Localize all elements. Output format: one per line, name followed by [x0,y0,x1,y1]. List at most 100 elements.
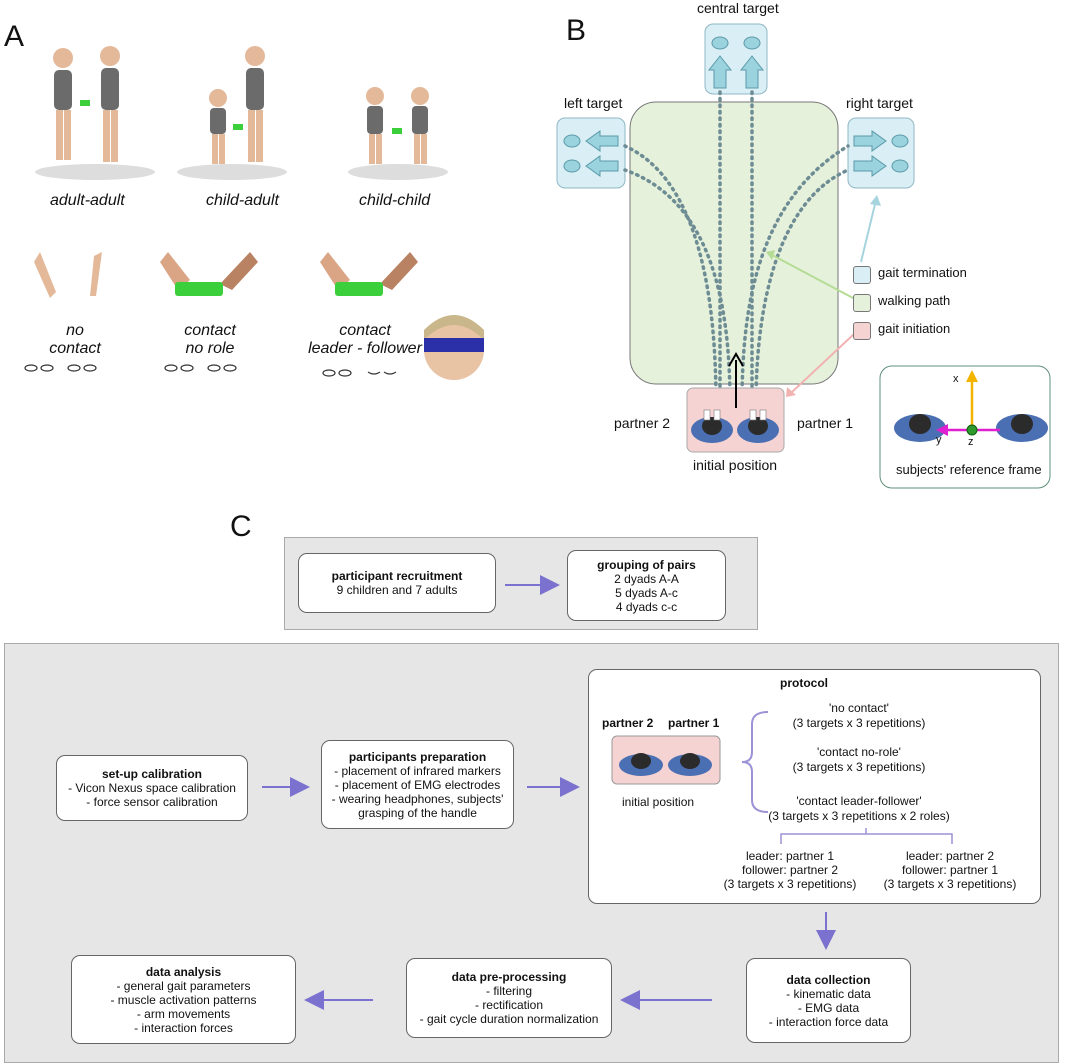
role-reps: (3 targets x 3 repetitions) [723,877,857,891]
collection-line: - kinematic data [786,986,871,1001]
participant-recruitment-title: participant recruitment [331,569,463,583]
protocol-box [588,669,1041,904]
label-no-contact-line1: no [66,322,84,339]
label-contact-no-role: contact no role [160,322,260,358]
label-no-contact-line2: contact [49,340,101,357]
label-no-contact: no contact [40,322,110,358]
label-child-child: child-child [359,192,431,209]
label-contact-leader-follower: contact leader - follower [300,322,430,358]
preparation-line: - wearing headphones, subjects' [331,791,504,806]
protocol-condition-contact-no-role: 'contact no-role' (3 targets x 3 repetit… [772,745,946,775]
setup-calibration-box: set-up calibration - Vicon Nexus space c… [56,755,248,821]
participant-recruitment-text: 9 children and 7 adults [336,583,458,597]
analysis-line: - arm movements [136,1006,231,1021]
role-reps: (3 targets x 3 repetitions) [883,877,1017,891]
setup-line: - Vicon Nexus space calibration [68,781,236,795]
condition-reps: (3 targets x 3 repetitions x 2 roles) [768,809,950,823]
preprocessing-line: - rectification [474,998,544,1012]
panel-a-illustrations [24,46,484,380]
grouping-line: 4 dyads c-c [615,599,678,614]
reference-frame-feet [894,414,1048,442]
role-follower: follower: partner 1 [901,863,999,877]
grouping-line: 2 dyads A-A [614,571,679,586]
protocol-role-1: leader: partner 1 follower: partner 2 (3… [706,849,874,891]
walking-path-lines [623,90,850,406]
analysis-title: data analysis [145,964,222,979]
condition-name: 'no contact' [829,701,889,715]
preprocessing-line: - filtering [485,984,532,998]
condition-name: 'contact leader-follower' [796,794,922,808]
protocol-condition-leader-follower: 'contact leader-follower' (3 targets x 3… [752,794,966,824]
adult-adult-figure [35,46,155,180]
label-central-target: central target [697,0,779,16]
panel-b-diagram [556,23,1051,489]
analysis-line: - muscle activation patterns [110,992,257,1007]
collection-title: data collection [786,972,871,987]
ref-axis-y: y [936,434,942,446]
protocol-initial-position: initial position [622,795,695,809]
role-leader: leader: partner 2 [905,849,995,863]
collection-line: - interaction force data [768,1014,889,1029]
legend-label-gait-termination: gait termination [878,265,967,280]
right-target-box [847,117,915,189]
preparation-line: - placement of EMG electrodes [334,777,501,792]
eyes-closed-icons [367,371,397,375]
protocol-condition-no-contact: 'no contact' (3 targets x 3 repetitions) [772,701,946,731]
label-leader-follower-line2: leader - follower [308,340,422,357]
central-target-box [704,23,768,95]
analysis-line: - interaction forces [134,1020,233,1035]
preprocessing-title: data pre-processing [451,970,567,984]
protocol-partner-2: partner 2 [602,716,654,730]
collection-line: - EMG data [797,1000,860,1015]
grouping-of-pairs-box: grouping of pairs 2 dyads A-A 5 dyads A-… [567,550,726,621]
ref-frame-caption: subjects' reference frame [896,462,1042,477]
preparation-title: participants preparation [348,749,487,764]
condition-name: 'contact no-role' [817,745,901,759]
panel-letter-b: B [566,14,587,47]
legend-swatch-gait-termination [853,266,871,284]
participants-preparation-box: participants preparation - placement of … [321,740,514,829]
protocol-title: protocol [780,676,828,690]
reference-frame-box [879,365,1051,489]
label-left-target: left target [564,95,623,111]
label-leader-follower-line1: contact [339,322,391,339]
ref-axis-z: z [968,436,974,448]
walking-path-area [629,101,839,385]
blindfolded-child-icon [424,315,484,380]
grouping-line: 5 dyads A-c [615,585,678,600]
condition-reps: (3 targets x 3 repetitions) [792,760,926,774]
child-adult-figure [177,46,287,180]
condition-reps: (3 targets x 3 repetitions) [792,716,926,730]
preparation-line: - placement of infrared markers [334,763,501,778]
data-collection-box: data collection - kinematic data - EMG d… [746,958,911,1043]
panel-letter-a: A [4,20,25,53]
label-contact-no-role-line2: no role [185,340,235,357]
preparation-line: grasping of the handle [358,805,477,820]
data-preprocessing-box: data pre-processing - filtering - rectif… [406,958,612,1038]
label-right-target: right target [846,95,913,111]
left-target-box [556,117,626,189]
data-analysis-box: data analysis - general gait parameters … [71,955,296,1044]
z-axis-dot [966,424,978,436]
participant-recruitment-box: participant recruitment 9 children and 7… [298,553,496,613]
legend-swatch-walking-path [853,294,871,312]
protocol-partner-1: partner 1 [668,716,720,730]
role-leader: leader: partner 1 [745,849,835,863]
label-contact-no-role-line1: contact [184,322,236,339]
label-initial-position-b: initial position [693,457,778,473]
legend-arrow-walking [771,254,854,299]
legend-label-walking-path: walking path [878,293,951,308]
preprocessing-line: - gait cycle duration normalization [419,1012,599,1026]
panel-letter-c: C [230,510,252,543]
eyes-open-icons [24,364,352,377]
label-partner-1-b: partner 1 [797,415,854,431]
no-contact-hands [34,252,102,298]
setup-title: set-up calibration [101,767,202,781]
legend-swatch-gait-initiation [853,322,871,340]
label-adult-adult: adult-adult [50,192,125,209]
child-child-figure [348,87,448,180]
grouping-title: grouping of pairs [597,557,696,572]
contact-leader-follower-handle [320,252,418,296]
legend-arrow-initiation [791,333,855,393]
label-child-adult: child-adult [206,192,279,209]
